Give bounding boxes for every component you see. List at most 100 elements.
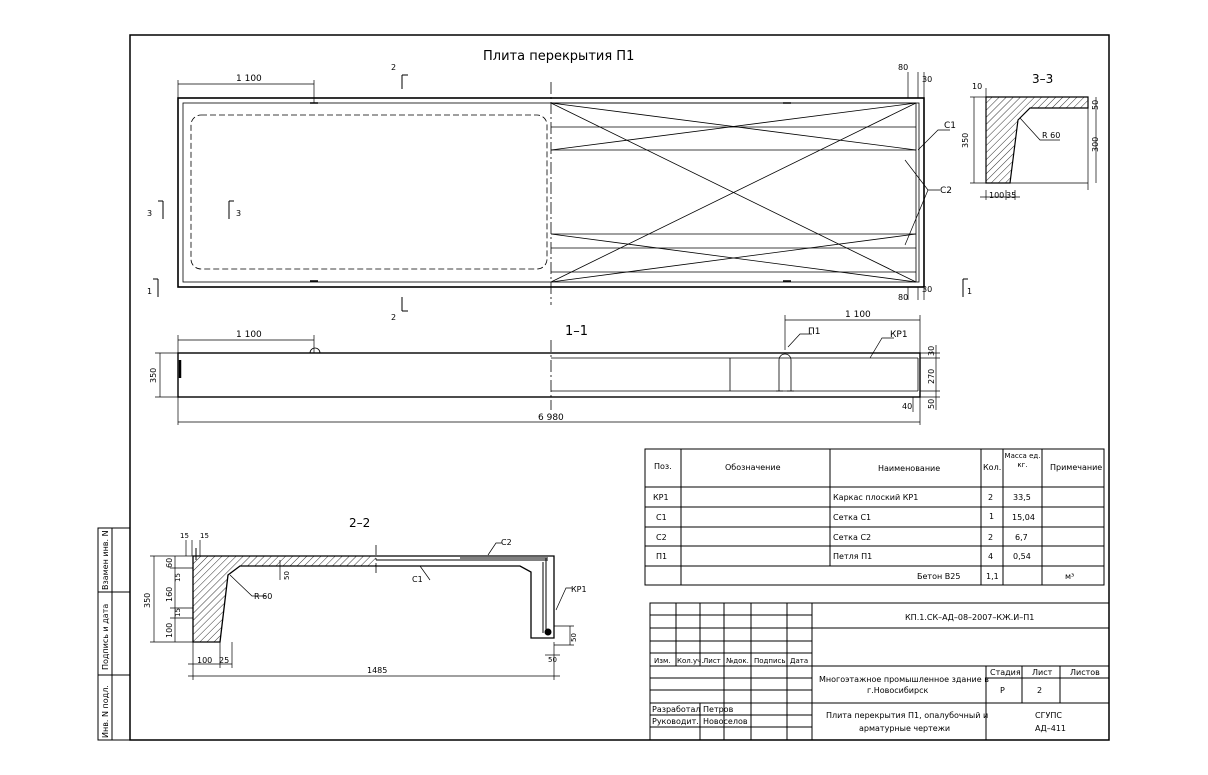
- spec-r1-qty: 1: [989, 512, 994, 521]
- plan-cut3-left: 3: [147, 209, 152, 218]
- spec-concrete-label: Бетон В25: [917, 572, 960, 581]
- sec11-label-kr1: КР1: [890, 330, 908, 340]
- spec-r2-mass: 6,7: [1015, 533, 1028, 542]
- sec11-dim-1100-left: 1 100: [236, 330, 262, 340]
- stamp-org-2: АД–411: [1035, 724, 1066, 733]
- stamp-col-koluch: Кол.уч.: [677, 657, 703, 665]
- plan-cut1-right: 1: [967, 287, 972, 296]
- spec-concrete-qty: 1,1: [986, 572, 999, 581]
- sec22-dim-60: 60: [165, 558, 174, 568]
- plan-label-c2: С2: [940, 186, 952, 196]
- spec-r0-pos: КР1: [653, 493, 669, 502]
- sec22-dim-100: 100: [165, 623, 174, 638]
- plan-cut3-inner: 3: [236, 209, 241, 218]
- sheet-frame: [129, 34, 1110, 741]
- sec11-title: 1–1: [565, 324, 588, 339]
- stamp-doc-2: арматурные чертежи: [859, 724, 950, 733]
- spec-r1-pos: С1: [656, 513, 667, 522]
- stamp-lead-role: Руководит.: [652, 717, 699, 726]
- stamp-stage: Р: [1000, 686, 1005, 695]
- stamp-code: КП.1.СК–АД–08–2007–КЖ.И–П1: [905, 613, 1034, 622]
- plan-cut2-top: 2: [391, 63, 396, 72]
- spec-row: С1 Сетка С1 1 15,04: [656, 512, 1035, 522]
- spec-r2-qty: 2: [988, 533, 993, 542]
- spec-r0-name: Каркас плоский КР1: [833, 493, 918, 502]
- sec22-dim-25: 25: [219, 656, 229, 665]
- spec-r2-name: Сетка С2: [833, 533, 871, 542]
- sec22-dim-15a: 15: [180, 532, 189, 540]
- plan-dim-30-top: 30: [922, 75, 932, 84]
- sec33-dim-350: 350: [961, 133, 970, 148]
- sec11-dim-50: 50: [927, 399, 936, 409]
- sec11-dim-350: 350: [149, 368, 158, 383]
- sec22-dim-100b: 100: [197, 656, 212, 665]
- stamp-col-ndok: №док.: [726, 657, 749, 665]
- spec-r0-qty: 2: [988, 493, 993, 502]
- plan-dim-80-top: 80: [898, 63, 908, 72]
- plan-dim-30-bot: 30: [922, 285, 932, 294]
- spec-h-pos: Поз.: [654, 462, 672, 471]
- stamp-doc-1: Плита перекрытия П1, опалубочный и: [826, 711, 988, 720]
- sec22-dim-15b: 15: [200, 532, 209, 540]
- sec22-label-kr1: КР1: [571, 585, 587, 594]
- section-3-3: 3–3 10 50 350 300 100 35 R 60: [961, 72, 1100, 200]
- side-replace-label: Взамен инв. N: [101, 530, 110, 590]
- sec11-dim-40: 40: [902, 402, 912, 411]
- sec11-dim-270: 270: [927, 369, 936, 384]
- stamp-col-date: Дата: [790, 657, 808, 665]
- sec22-dim-50b: 50: [570, 633, 578, 642]
- sec22-dim-350: 350: [143, 593, 152, 608]
- spec-h-designation: Обозначение: [725, 463, 781, 472]
- sec22-title: 2–2: [349, 516, 370, 530]
- spec-r3-mass: 0,54: [1013, 552, 1031, 561]
- spec-row: П1 Петля П1 4 0,54: [656, 552, 1031, 561]
- sec22-dim-50a: 50: [283, 571, 291, 580]
- side-strip: [97, 527, 131, 741]
- side-sign-label: Подпись и дата: [101, 604, 110, 670]
- spec-row: С2 Сетка С2 2 6,7: [656, 533, 1028, 542]
- sec22-label-c1: С1: [412, 575, 423, 584]
- plan-cut1-left: 1: [147, 287, 152, 296]
- spec-r1-mass: 15,04: [1012, 513, 1035, 522]
- spec-table: Поз. Обозначение Наименование Кол. Масса…: [644, 448, 1105, 586]
- drawing-title: Плита перекрытия П1: [483, 49, 634, 64]
- sec33-dim-100: 100: [989, 191, 1004, 200]
- spec-concrete-unit: м³: [1065, 572, 1074, 581]
- plan-cut2-bot: 2: [391, 313, 396, 322]
- spec-h-mass: Масса ед. кг.: [1004, 452, 1041, 469]
- stamp-dev-name: Петров: [703, 705, 734, 714]
- spec-r3-pos: П1: [656, 552, 667, 561]
- sec33-dim-35: 35: [1006, 191, 1016, 200]
- spec-r2-pos: С2: [656, 533, 667, 542]
- plan-dim-1100: 1 100: [236, 74, 262, 84]
- sec33-label-r60: R 60: [1042, 131, 1060, 140]
- stamp-col-list: Лист: [703, 657, 721, 665]
- stamp-lead-name: Новоселов: [703, 717, 748, 726]
- sec22-dim-1485: 1485: [367, 666, 387, 675]
- stamp-col-sign: Подпись: [754, 657, 786, 665]
- section-1-1: 1–1: [149, 310, 940, 425]
- plan-label-c1: С1: [944, 121, 956, 131]
- sec33-dim-10: 10: [972, 82, 982, 91]
- sec33-dim-300: 300: [1091, 137, 1100, 152]
- sec11-dim-30: 30: [927, 346, 936, 356]
- sec33-title: 3–3: [1032, 72, 1053, 86]
- stamp-sheet: 2: [1037, 686, 1042, 695]
- stamp-dev-role: Разработал: [652, 705, 700, 714]
- stamp-col-izm: Изм.: [654, 657, 670, 665]
- plan-dim-80-bot: 80: [898, 293, 908, 302]
- stamp-sheet-h: Лист: [1032, 668, 1053, 677]
- spec-h-qty: Кол.: [983, 463, 1001, 472]
- plan-view: 1 100 80 30 80 30 2 2 3 3 1 1: [147, 63, 972, 322]
- stamp-stage-h: Стадия: [990, 668, 1021, 677]
- spec-r3-name: Петля П1: [833, 552, 872, 561]
- sec11-dim-total: 6 980: [538, 413, 564, 423]
- title-block: Изм. Кол.уч. Лист №док. Подпись Дата КП.…: [649, 602, 1110, 741]
- sec33-dim-50: 50: [1091, 100, 1100, 110]
- spec-row: КР1 Каркас плоский КР1 2 33,5: [653, 493, 1031, 502]
- side-inv-label: Инв. N подл.: [101, 685, 110, 738]
- stamp-object-2: г.Новосибирск: [867, 686, 928, 695]
- sec22-dim-15d: 15: [174, 608, 182, 617]
- stamp-org-1: СГУПС: [1035, 711, 1062, 720]
- spec-h-name: Наименование: [878, 464, 940, 473]
